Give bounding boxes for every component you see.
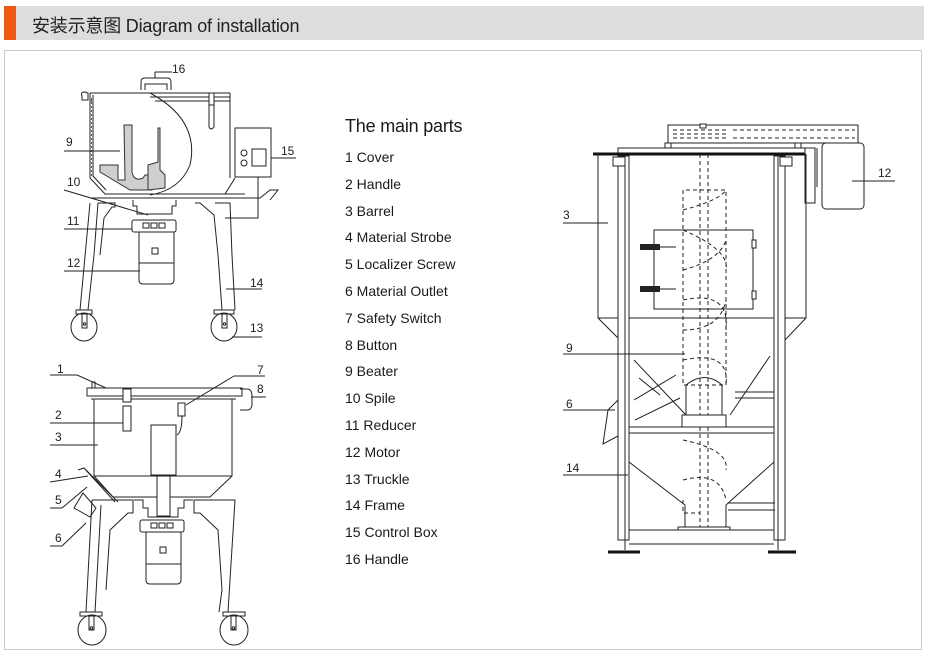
part-item: 4 Material Strobe bbox=[345, 229, 452, 246]
part-item: 8 Button bbox=[345, 336, 398, 353]
callout-9: 9 bbox=[66, 135, 73, 149]
callout-2: 2 bbox=[55, 408, 62, 422]
part-item: 15 Control Box bbox=[345, 524, 438, 541]
inspection-window bbox=[653, 229, 754, 310]
section-header: 安装示意图 Diagram of installation bbox=[4, 6, 924, 40]
right-wheel bbox=[210, 312, 238, 342]
vertical-motor bbox=[821, 142, 865, 210]
top-handle bbox=[140, 77, 172, 90]
callout-3: 3 bbox=[55, 430, 62, 444]
parts-list-title: The main parts bbox=[345, 116, 463, 136]
header-accent-bar bbox=[4, 6, 16, 40]
callout-8: 8 bbox=[257, 382, 264, 396]
cover bbox=[86, 387, 243, 397]
callout-6-right: 6 bbox=[566, 397, 573, 411]
part-item: 5 Localizer Screw bbox=[345, 256, 456, 273]
callout-1: 1 bbox=[57, 362, 64, 376]
part-item: 9 Beater bbox=[345, 363, 398, 380]
frame-post-left bbox=[617, 155, 630, 541]
callout-15: 15 bbox=[281, 144, 295, 158]
frame-post-right bbox=[773, 155, 786, 541]
diagram-frame bbox=[4, 50, 922, 650]
part-item: 1 Cover bbox=[345, 149, 395, 165]
beater-spiral bbox=[682, 189, 727, 386]
part-item: 11 Reducer bbox=[345, 416, 417, 433]
callout-16: 16 bbox=[172, 62, 186, 76]
callout-13: 13 bbox=[250, 321, 264, 335]
vertical-outlet bbox=[602, 399, 619, 445]
section-title: 安装示意图 Diagram of installation bbox=[32, 16, 300, 36]
main-parts-list: The main parts 1 Cover 2 Handle 3 Barrel… bbox=[345, 116, 462, 578]
button bbox=[240, 388, 253, 411]
cutaway-mixer-diagram: 16 9 15 10 11 12 14 13 bbox=[63, 62, 296, 342]
callout-10: 10 bbox=[67, 175, 81, 189]
side-handle bbox=[122, 405, 132, 432]
left-wheel bbox=[70, 312, 98, 342]
callout-4: 4 bbox=[55, 467, 62, 481]
part-item: 13 Truckle bbox=[345, 470, 410, 487]
vertical-screw-mixer-diagram: 12 3 9 6 14 bbox=[563, 123, 895, 554]
part-item: 6 Material Outlet bbox=[345, 282, 448, 299]
vertical-barrel bbox=[597, 154, 621, 341]
side-view-mixer-diagram: 1 7 8 2 3 4 5 6 bbox=[49, 362, 266, 646]
callout-6: 6 bbox=[55, 531, 62, 545]
part-item: 14 Frame bbox=[345, 497, 405, 514]
part-item: 2 Handle bbox=[345, 175, 402, 192]
callout-3-right: 3 bbox=[563, 208, 570, 222]
callout-7: 7 bbox=[257, 363, 264, 377]
left-leg bbox=[79, 202, 99, 311]
part-item: 3 Barrel bbox=[345, 202, 395, 219]
parts-items: 1 Cover 2 Handle 3 Barrel 4 Material Str… bbox=[345, 149, 462, 578]
part-item: 12 Motor bbox=[345, 443, 401, 460]
callout-12-right: 12 bbox=[878, 166, 892, 180]
callout-9-right: 9 bbox=[566, 341, 573, 355]
part-item: 7 Safety Switch bbox=[345, 309, 442, 326]
right-leg bbox=[195, 202, 236, 311]
material-outlet bbox=[73, 492, 97, 518]
part-item: 10 Spile bbox=[345, 390, 396, 407]
beater-blade bbox=[99, 124, 156, 191]
callout-11: 11 bbox=[67, 214, 80, 228]
part-item: 16 Handle bbox=[345, 550, 409, 567]
callout-5: 5 bbox=[55, 493, 62, 507]
callout-14-right: 14 bbox=[566, 461, 580, 475]
callout-14: 14 bbox=[250, 276, 264, 290]
screw-shaft bbox=[699, 154, 709, 527]
motor bbox=[138, 231, 175, 285]
safety-switch bbox=[177, 402, 186, 417]
callout-12: 12 bbox=[67, 256, 81, 270]
